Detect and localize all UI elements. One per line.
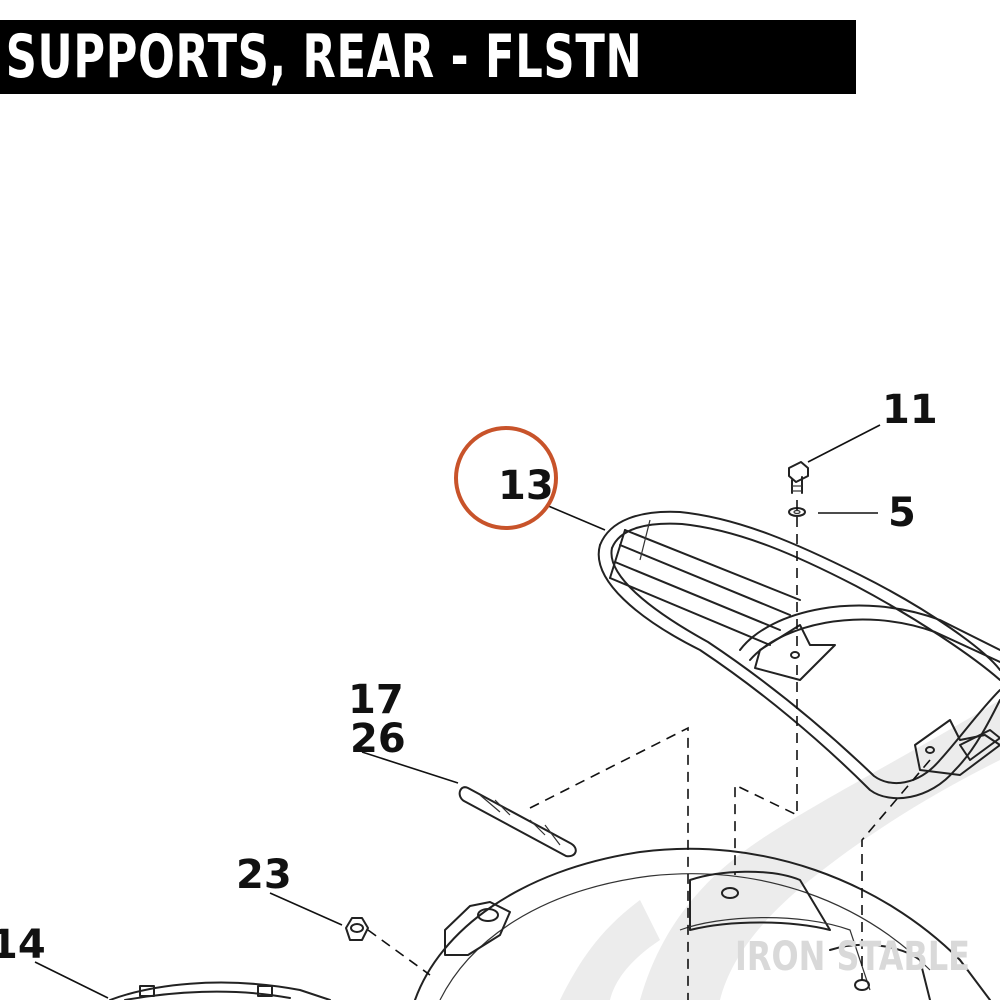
reflector-part <box>458 786 577 858</box>
watermark-text: IRON STABLE <box>735 934 970 980</box>
support-rail-part <box>109 981 331 1000</box>
grommet-part <box>345 917 369 941</box>
callout-11[interactable]: 11 <box>882 387 938 433</box>
callout-23[interactable]: 23 <box>236 852 292 898</box>
callout-17[interactable]: 17 <box>348 677 404 723</box>
page-title: DER & SUPPORTS, REAR - FLSTN <box>0 22 642 92</box>
rear-fender <box>414 847 991 1000</box>
assembly-lines <box>367 500 931 1000</box>
callout-5[interactable]: 5 <box>888 490 916 536</box>
callout-14[interactable]: 14 <box>0 922 46 968</box>
callout-26[interactable]: 26 <box>350 716 406 762</box>
highlight-circle <box>454 426 558 530</box>
title-bar: DER & SUPPORTS, REAR - FLSTN <box>0 20 856 94</box>
bolt-part <box>788 461 809 494</box>
callout-13[interactable]: 13 <box>498 463 554 509</box>
watermark-swoosh <box>560 700 1000 1000</box>
leader-lines <box>34 424 881 999</box>
luggage-rack-part <box>597 510 1000 800</box>
